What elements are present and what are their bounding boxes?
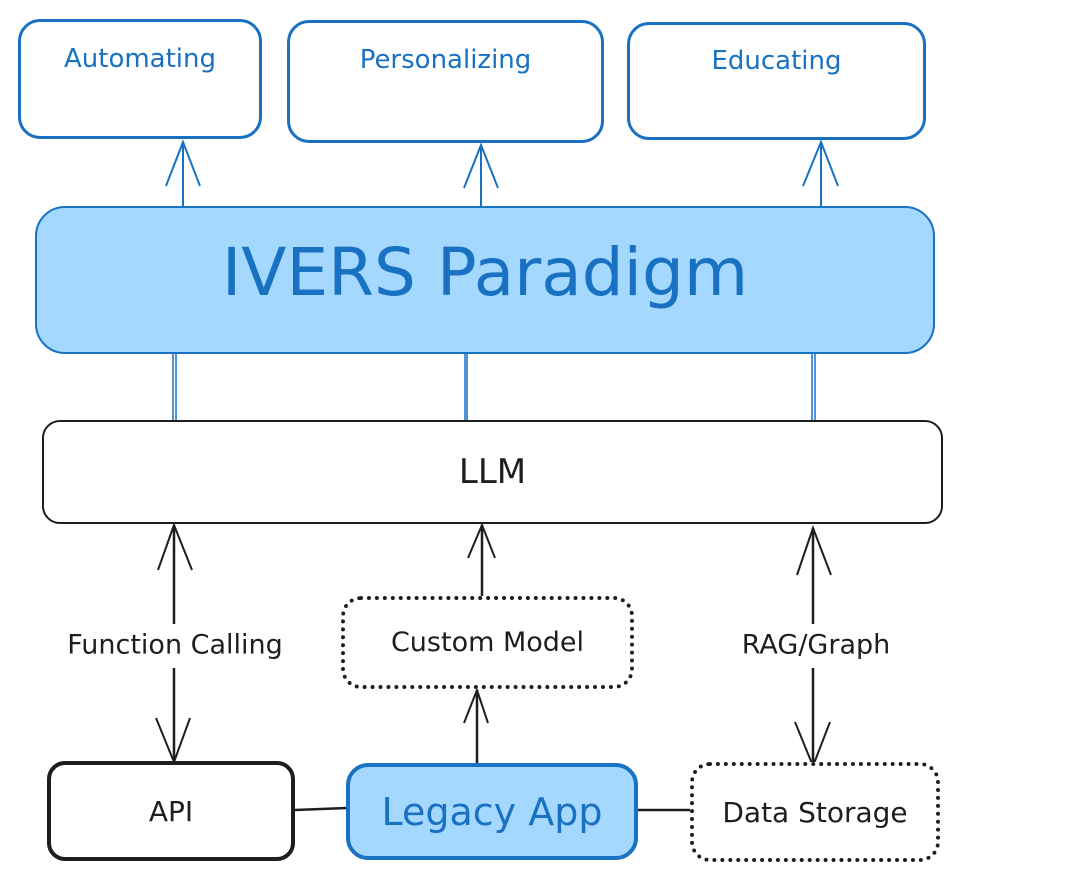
arrow-paradigm-to-educating bbox=[802, 139, 839, 206]
outcome-personalizing-label: Personalizing bbox=[359, 44, 532, 75]
arrow-legacy-app-to-custom-model bbox=[463, 687, 489, 764]
arrow-paradigm-to-personalizing bbox=[463, 142, 499, 206]
outcome-automating-label: Automating bbox=[63, 44, 217, 74]
api-box: API bbox=[47, 761, 295, 861]
data-storage-label: Data Storage bbox=[722, 795, 908, 829]
outcome-automating: Automating bbox=[18, 19, 262, 139]
llm-label: LLM bbox=[458, 452, 527, 492]
rag-graph-label: RAG/Graph bbox=[737, 629, 895, 661]
ivers-paradigm-box: IVERS Paradigm bbox=[35, 206, 935, 354]
arrow-paradigm-to-automating bbox=[165, 139, 201, 206]
function-calling-label: Function Calling bbox=[63, 629, 287, 661]
custom-model-box: Custom Model bbox=[341, 596, 634, 689]
arrow-custom-model-to-llm bbox=[467, 522, 496, 598]
legacy-app-box: Legacy App bbox=[346, 763, 638, 860]
connector-llm-paradigm-center bbox=[464, 354, 468, 420]
outcome-personalizing: Personalizing bbox=[287, 20, 604, 143]
custom-model-label: Custom Model bbox=[390, 627, 585, 658]
connector-llm-paradigm-right bbox=[811, 352, 816, 420]
connector-llm-paradigm-left bbox=[172, 352, 177, 420]
link-api-legacy-app bbox=[294, 806, 348, 812]
api-label: API bbox=[148, 794, 194, 828]
ivers-paradigm-title: IVERS Paradigm bbox=[221, 233, 749, 311]
outcome-educating-label: Educating bbox=[711, 46, 842, 76]
legacy-app-label: Legacy App bbox=[381, 789, 603, 834]
data-storage-box: Data Storage bbox=[690, 762, 940, 862]
outcome-educating: Educating bbox=[627, 22, 926, 140]
llm-box: LLM bbox=[42, 420, 943, 524]
